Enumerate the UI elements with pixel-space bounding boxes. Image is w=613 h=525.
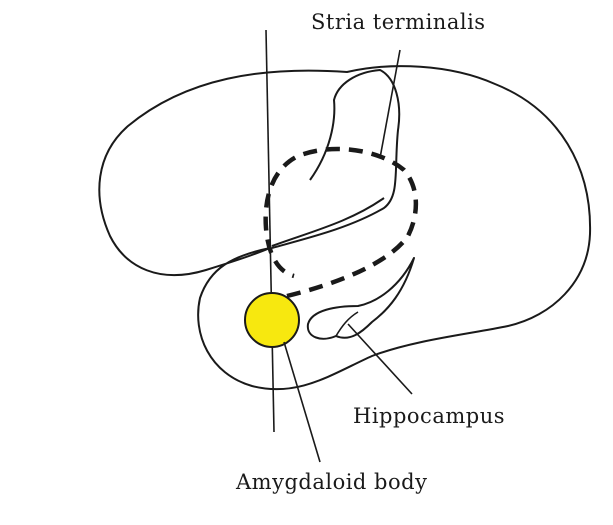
hippocampus-outline <box>306 257 415 340</box>
hippocampus-label: Hippocampus <box>353 404 505 428</box>
amygdaloid-body-circle <box>244 292 300 348</box>
stria-terminalis-label: Stria terminalis <box>311 10 486 34</box>
amygdaloid-leader-line <box>283 341 321 463</box>
hemisphere-outline <box>98 65 592 391</box>
stria-terminalis-dashed-path <box>263 146 419 299</box>
amygdaloid-body-label: Amygdaloid body <box>236 470 428 494</box>
stria-terminalis-leader-line <box>379 49 401 159</box>
ventricle-inner-fold <box>271 197 385 247</box>
lateral-ventricle-outline <box>271 69 401 249</box>
hippocampus-leader-line <box>347 323 413 395</box>
vertical-section-line <box>265 29 275 433</box>
hippocampus-inner-curl <box>335 311 359 337</box>
